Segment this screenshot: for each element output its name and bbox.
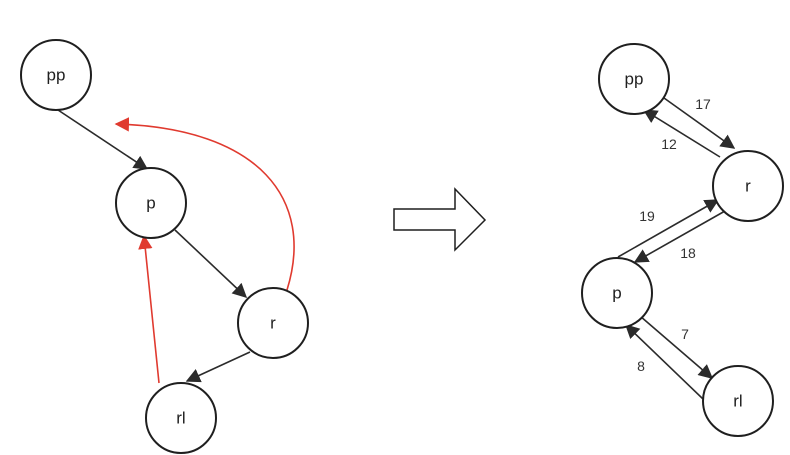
edge-label-p-to-rl: 7 (681, 326, 689, 342)
left-graph-edges (57, 109, 295, 384)
edge-p-to-r (174, 229, 248, 298)
edge-label-p-to-r: 19 (639, 208, 655, 224)
left-node-p-label: p (146, 194, 155, 213)
edge-r-to-pp (642, 109, 721, 158)
left-node-pp-label: pp (47, 66, 66, 85)
right-node-pp-label: pp (625, 70, 644, 89)
right-graph-edges (617, 97, 736, 400)
right-node-p[interactable]: p (581, 257, 653, 329)
edge-label-pp-to-r: 17 (695, 96, 711, 112)
right-node-r-label: r (745, 177, 751, 196)
right-node-pp[interactable]: pp (598, 43, 670, 115)
left-node-r-label: r (270, 314, 276, 333)
right-node-r[interactable]: r (712, 150, 784, 222)
edge-r-to-rl (185, 351, 251, 383)
right-node-p-label: p (612, 284, 621, 303)
right-graph-edge-labels: 17 12 19 18 7 8 (637, 96, 711, 374)
edge-label-r-to-p: 18 (680, 245, 696, 261)
edge-p-to-rl (639, 315, 714, 379)
red-arrow-rl-to-p (138, 234, 160, 384)
edge-rl-to-p (624, 324, 704, 400)
edge-pp-to-p (57, 109, 149, 170)
edge-p-to-r (617, 199, 720, 258)
right-node-rl[interactable]: rl (702, 365, 774, 437)
edge-label-rl-to-p: 8 (637, 358, 645, 374)
edge-label-r-to-pp: 12 (661, 136, 677, 152)
left-node-rl[interactable]: rl (145, 382, 217, 454)
red-arrow-r-to-pp-position (114, 117, 295, 291)
left-graph-nodes: pp p r rl (20, 39, 309, 454)
edge-r-to-p (633, 210, 726, 263)
right-node-rl-label: rl (733, 392, 742, 411)
left-node-r[interactable]: r (237, 287, 309, 359)
transform-arrow-icon (393, 187, 487, 252)
left-node-rl-label: rl (176, 409, 185, 428)
left-node-p[interactable]: p (115, 167, 187, 239)
right-graph-nodes: pp r p rl (581, 43, 784, 437)
left-node-pp[interactable]: pp (20, 39, 92, 111)
edge-pp-to-r (663, 97, 736, 149)
